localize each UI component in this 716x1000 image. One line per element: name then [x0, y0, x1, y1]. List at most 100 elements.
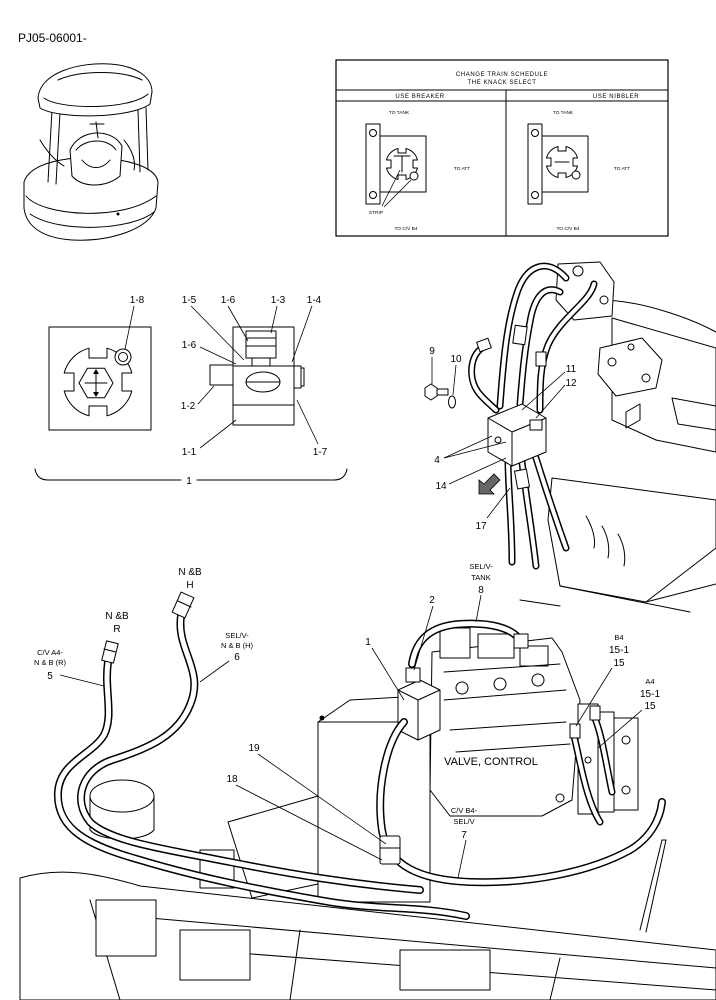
- leader-4b: [443, 441, 507, 459]
- selector-valve-edges: [397, 689, 441, 741]
- leader-1-4: [291, 305, 313, 363]
- breaker-strip: STRIP: [369, 210, 383, 216]
- strip-leader-2: [383, 179, 412, 208]
- upper-hose-fitting-1: [512, 324, 528, 346]
- cab-seat-cushion: [81, 159, 111, 168]
- breaker-to-att: TO ATT: [454, 166, 470, 172]
- leader-1-lower: [371, 647, 405, 701]
- leader-1-8: [124, 305, 135, 350]
- valve-section-a4: [613, 717, 639, 811]
- callout-8-line2: TANK: [471, 573, 490, 582]
- callout-11: 11: [566, 364, 577, 375]
- hose-r-label-line2: R: [113, 624, 120, 635]
- side-right-fitting: [293, 365, 302, 389]
- stopper-bolt-inner: [118, 352, 128, 362]
- valve-port-3: [531, 673, 545, 687]
- platform-slots: [585, 515, 626, 567]
- leader-15-b4: [575, 667, 613, 727]
- hose-r-label-line1: N &B: [105, 611, 129, 622]
- selector-valve-1: [397, 679, 441, 741]
- callout-9: 9: [429, 346, 435, 357]
- callout-1-5: 1-5: [182, 295, 197, 306]
- platform-edges: [519, 583, 716, 613]
- hose-h-fitting-nut: [177, 600, 192, 608]
- nibbler-valve-view: TO TANK TO ATT TO C/V B4: [527, 110, 630, 232]
- callout-6-line2: N & B (H): [221, 641, 254, 650]
- callout-8: 8: [478, 585, 484, 596]
- callout-18: 18: [226, 774, 238, 785]
- leader-1-6-side: [199, 346, 237, 365]
- callout-14: 14: [435, 481, 447, 492]
- section-port-2: [621, 785, 631, 795]
- upper-selector-port: [529, 419, 543, 431]
- valve-control-label: VALVE, CONTROL: [444, 756, 538, 768]
- leader-18: [235, 784, 383, 861]
- callout-1-3: 1-3: [271, 295, 286, 306]
- callout-19: 19: [248, 743, 260, 754]
- cab-seat-back: [75, 140, 117, 151]
- leader-19: [257, 753, 387, 845]
- fitting-15-a4: [589, 705, 601, 721]
- side-right-oring: [300, 367, 305, 387]
- nibbler-to-tank: TO TANK: [553, 110, 574, 116]
- breaker-plate-bolt-bottom: [369, 191, 377, 199]
- side-left-plate: [209, 364, 234, 386]
- leader-8: [475, 594, 482, 623]
- cab-post-right: [137, 109, 141, 173]
- upper-selector-knob: [494, 436, 502, 444]
- base-block-left: [95, 899, 157, 957]
- callout-7-line1: C/V B4-: [451, 806, 478, 815]
- cab-lever-left: [39, 139, 65, 167]
- cab-seat: [69, 132, 123, 186]
- leader-2: [413, 605, 434, 671]
- section-port-1: [621, 735, 631, 745]
- hose-r-fitting-nut: [103, 648, 117, 653]
- cab-base-bolt: [116, 212, 120, 216]
- upper-installation-view: 9 10 11 12 4 14 17: [424, 261, 716, 613]
- leader-4a: [443, 435, 493, 459]
- callout-1-6-top: 1-6: [221, 295, 236, 306]
- leader-17: [486, 487, 511, 519]
- breaker-heading: USE BREAKER: [395, 94, 444, 100]
- callout-5-line1: C/V A4-: [37, 648, 63, 657]
- bolt-9-head: [424, 383, 438, 401]
- upper-fitting-bolt-2: [599, 295, 609, 305]
- selector-valve-detail: 1-8 1-5 1-6 1-3 1-4 1-6 1-2 1-1 1-7 1: [34, 295, 348, 487]
- callout-1-2: 1-2: [181, 401, 196, 412]
- leader-1-3: [270, 305, 278, 334]
- base-block-mid: [179, 929, 251, 981]
- valve-spool-cap-1: [439, 627, 471, 659]
- leader-11: [521, 371, 566, 411]
- nibbler-stopper-bolt: [571, 170, 581, 180]
- lower-installation-view: N &B H N &B R C/V A4- N & B (R) 5 SEL/V-…: [19, 562, 716, 1000]
- callout-assembly-1: 1: [186, 476, 192, 487]
- valve-section-lines: [443, 663, 571, 753]
- base-post: [639, 839, 667, 933]
- upper-fitting-bolt: [572, 265, 584, 277]
- cab-roof-edge: [43, 93, 149, 108]
- control-valve-body: [429, 637, 581, 817]
- upper-hose-fitting-2: [535, 351, 547, 367]
- callout-1-4: 1-4: [307, 295, 322, 306]
- assembly-brace-left: [34, 468, 182, 481]
- leader-14: [448, 457, 507, 485]
- callout-15-a4-line2: 15-1: [640, 689, 660, 700]
- washer-10: [448, 395, 456, 409]
- bolt-9-shaft: [436, 388, 449, 396]
- nibbler-heading: USE NIBBLER: [593, 94, 639, 100]
- leader-1-7: [296, 399, 319, 445]
- callout-5-line2: N & B (R): [34, 658, 67, 667]
- view-direction-arrow: [478, 473, 501, 495]
- valve-port-2: [493, 677, 507, 691]
- breaker-stopper-bolt: [409, 171, 419, 181]
- breaker-to-tank: TO TANK: [389, 110, 410, 116]
- hose-8-fitting: [513, 633, 529, 649]
- leader-7: [457, 839, 467, 879]
- callout-15-b4-line1: B4: [614, 633, 623, 642]
- callout-15-b4-line2: 15-1: [609, 645, 629, 656]
- leader-12: [535, 384, 566, 419]
- nibbler-to-cv: TO C/V B4: [556, 226, 579, 232]
- engine-top-edge: [599, 299, 716, 333]
- callout-2: 2: [429, 595, 435, 606]
